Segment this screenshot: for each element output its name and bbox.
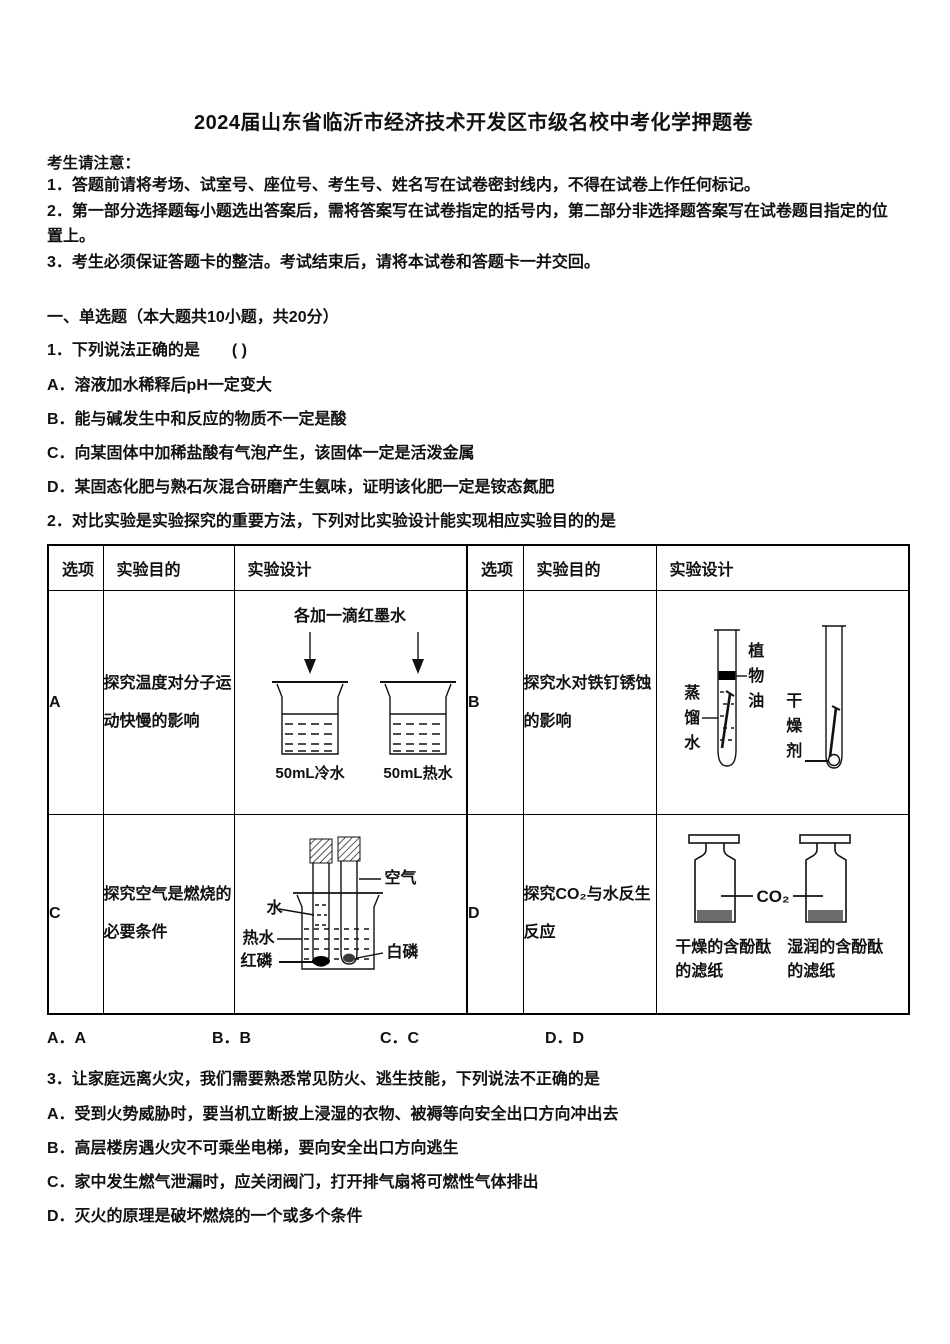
cell-purpose-a: 探究温度对分子运动快慢的影响 bbox=[102, 590, 235, 815]
gas-bottles-illustration: CO₂ bbox=[688, 833, 852, 923]
diagram-co2-bottles: CO₂ 干燥的含酚酞的滤纸 湿润的含酚酞的滤纸 bbox=[667, 823, 897, 1001]
notice-item-1: 1．答题前请将考场、试室号、座位号、考生号、姓名写在试卷密封线内，不得在试卷上作… bbox=[47, 177, 760, 194]
header-design-left: 实验设计 bbox=[233, 544, 468, 591]
question-1-stem: 1．下列说法正确的是 ( ) bbox=[47, 342, 248, 359]
question-3-option-d: D．灭火的原理是破坏燃烧的一个或多个条件 bbox=[47, 1208, 363, 1225]
co2-label: CO₂ bbox=[757, 887, 790, 906]
cell-purpose-b: 探究水对铁钉锈蚀的影响 bbox=[522, 590, 657, 815]
cell-design-a: 各加一滴红墨水 50mL冷水 50mL热水 bbox=[233, 590, 468, 815]
water-label: 水 bbox=[266, 899, 283, 917]
diagram-nail-rusting-tubes: 蒸馏水 植物油 干燥剂 bbox=[677, 600, 887, 800]
desiccant-label: 干燥剂 bbox=[783, 692, 801, 767]
answer-option-d: D．D bbox=[545, 1030, 585, 1047]
question-3-option-a: A．受到火势威胁时，要当机立断披上浸湿的衣物、被褥等向安全出口方向冲出去 bbox=[47, 1106, 619, 1123]
header-option-right: 选项 bbox=[466, 544, 524, 591]
cell-purpose-d: 探究CO₂与水反生反应 bbox=[522, 814, 657, 1015]
notice-heading: 考生请注意： bbox=[47, 155, 141, 172]
cold-water-label: 50mL冷水 bbox=[275, 764, 345, 782]
answer-option-a: A．A bbox=[47, 1030, 87, 1047]
air-label: 空气 bbox=[384, 869, 417, 887]
vegetable-oil-label: 植物油 bbox=[745, 642, 763, 717]
question-1-option-b: B．能与碱发生中和反应的物质不一定是酸 bbox=[47, 411, 347, 428]
hot-water-label: 50mL热水 bbox=[383, 764, 453, 782]
table-row-ab: A 探究温度对分子运动快慢的影响 bbox=[47, 590, 910, 815]
question-1-option-d: D．某固态化肥与熟石灰混合研磨产生氨味，证明该化肥一定是铵态氮肥 bbox=[47, 479, 555, 496]
notice-item-3: 3．考生必须保证答题卡的整洁。考试结束后，请将本试卷和答题卡一并交回。 bbox=[47, 253, 600, 271]
question-2-answer-options: A．A B．B C．C D．D bbox=[47, 1024, 900, 1048]
page-title: 2024届山东省临沂市经济技术开发区市级名校中考化学押题卷 bbox=[194, 112, 753, 134]
combustion-illustration bbox=[276, 836, 383, 970]
dry-paper-caption: 干燥的含酚酞的滤纸 bbox=[675, 938, 772, 980]
distilled-water-label: 蒸馏水 bbox=[681, 684, 699, 759]
cell-purpose-c: 探究空气是燃烧的必要条件 bbox=[102, 814, 235, 1015]
hot-water-label: 热水 bbox=[242, 929, 275, 947]
cell-option-d: D bbox=[466, 814, 524, 1015]
header-design-right: 实验设计 bbox=[655, 544, 910, 591]
question-3-option-c: C．家中发生燃气泄漏时，应关闭阀门，打开排气扇将可燃性气体排出 bbox=[47, 1174, 539, 1191]
cell-design-d: CO₂ 干燥的含酚酞的滤纸 湿润的含酚酞的滤纸 bbox=[655, 814, 910, 1015]
answer-option-c: C．C bbox=[380, 1030, 420, 1047]
drop-caption: 各加一滴红墨水 bbox=[293, 606, 407, 625]
diagram-phosphorus-apparatus: 水 热水 红磷 空气 白磷 bbox=[235, 827, 466, 997]
header-option-left: 选项 bbox=[47, 544, 104, 591]
beakers-illustration: 各加一滴红墨水 50mL冷水 50mL热水 bbox=[271, 606, 456, 782]
cell-option-a: A bbox=[47, 590, 104, 815]
cell-design-b: 蒸馏水 植物油 干燥剂 bbox=[655, 590, 910, 815]
header-purpose-right: 实验目的 bbox=[522, 544, 657, 591]
white-phosphorus-label: 白磷 bbox=[386, 943, 419, 961]
table-header-row: 选项 实验目的 实验设计 选项 实验目的 实验设计 bbox=[47, 544, 910, 591]
test-tubes-illustration bbox=[702, 625, 847, 769]
table-row-cd: C 探究空气是燃烧的必要条件 bbox=[47, 814, 910, 1015]
header-purpose-left: 实验目的 bbox=[102, 544, 235, 591]
comparison-experiment-table: 选项 实验目的 实验设计 选项 实验目的 实验设计 A 探究温度对分子运动快慢的… bbox=[47, 544, 910, 1015]
question-3-stem: 3．让家庭远离火灾，我们需要熟悉常见防火、逃生技能，下列说法不正确的是 bbox=[47, 1071, 600, 1088]
section-1-heading: 一、单选题（本大题共10小题，共20分） bbox=[47, 309, 339, 326]
answer-option-b: B．B bbox=[212, 1030, 252, 1047]
wet-paper-caption: 湿润的含酚酞的滤纸 bbox=[787, 938, 884, 980]
question-2-stem: 2．对比实验是实验探究的重要方法，下列对比实验设计能实现相应实验目的的是 bbox=[47, 513, 616, 530]
question-1-option-a: A．溶液加水稀释后pH一定变大 bbox=[47, 377, 272, 394]
question-3-option-b: B．高层楼房遇火灾不可乘坐电梯，要向安全出口方向逃生 bbox=[47, 1140, 459, 1157]
question-1-option-c: C．向某固体中加稀盐酸有气泡产生，该固体一定是活泼金属 bbox=[47, 445, 475, 462]
cell-option-c: C bbox=[47, 814, 104, 1015]
cell-design-c: 水 热水 红磷 空气 白磷 bbox=[233, 814, 468, 1015]
red-phosphorus-label: 红磷 bbox=[240, 952, 273, 970]
diagram-red-ink-beakers: 各加一滴红墨水 50mL冷水 50mL热水 bbox=[238, 604, 463, 796]
notice-item-2: 2．第一部分选择题每小题选出答案后，需将答案写在试卷指定的括号内，第二部分非选择… bbox=[47, 202, 888, 246]
cell-option-b: B bbox=[466, 590, 524, 815]
